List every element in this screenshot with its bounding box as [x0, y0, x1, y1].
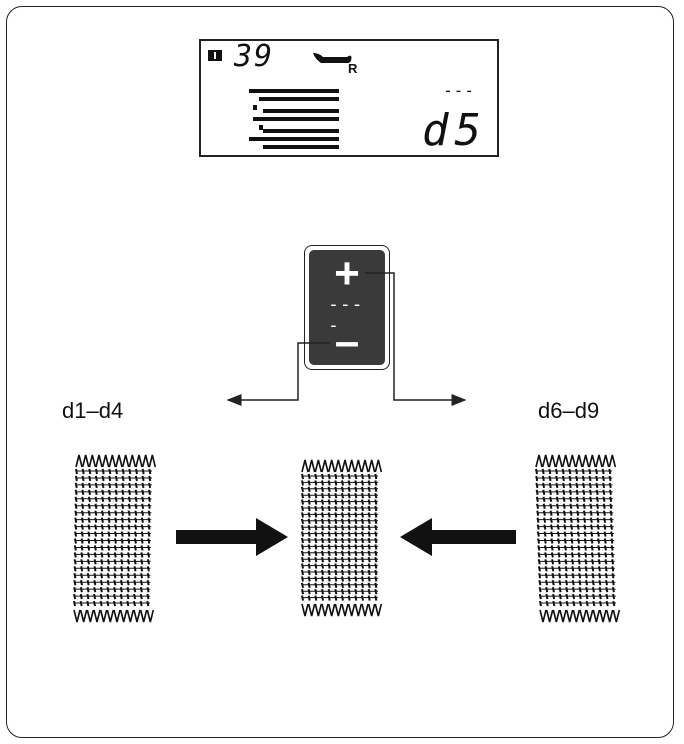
stitch-pattern-left: [73, 454, 157, 623]
key-body: + ---- –: [309, 249, 385, 366]
lcd-graphics: [208, 50, 352, 149]
diagram-frame: [6, 6, 674, 738]
mode-value: d5: [422, 105, 487, 156]
key-dash-label: ----: [328, 294, 364, 336]
left-arrow-icon: [400, 518, 516, 556]
stitch-pattern-icon: [249, 89, 339, 149]
foot-label: R: [348, 61, 358, 76]
stitch-pattern-center: [301, 459, 383, 617]
minus-button[interactable]: –: [334, 317, 360, 366]
minus-leader-arrow: [226, 342, 330, 406]
right-arrow-icon: [176, 518, 288, 556]
stitch-patterns: [73, 454, 621, 623]
stitch-pattern-right: [535, 454, 621, 623]
label-left: d1–d4: [62, 398, 124, 423]
memory-icon: [208, 50, 222, 61]
stitch-number: 39: [234, 39, 275, 74]
adjust-key-panel: + ---- –: [304, 245, 390, 370]
label-right: d6–d9: [538, 398, 600, 423]
plus-leader-arrow: [365, 272, 467, 406]
mode-dash: ---: [443, 81, 475, 100]
presser-foot-icon: [313, 53, 352, 63]
lcd-display: 39 R --- d5: [199, 39, 499, 157]
plus-button[interactable]: +: [334, 249, 360, 298]
